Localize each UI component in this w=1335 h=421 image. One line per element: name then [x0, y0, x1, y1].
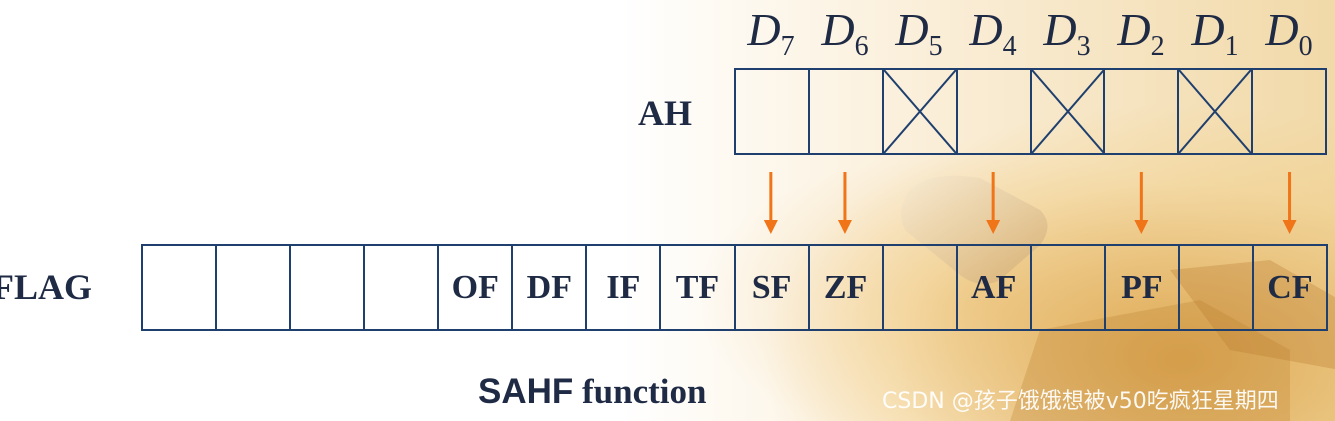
cross-mark-icon	[884, 70, 956, 153]
bit-label-d6: D6	[808, 0, 882, 77]
ah-register-label: AH	[638, 92, 692, 134]
flag-cell-af: AF	[958, 246, 1032, 329]
bit-label-subscript: 2	[1151, 31, 1165, 62]
bit-label-d4: D4	[956, 0, 1030, 77]
flag-cell-sf: SF	[736, 246, 810, 329]
flag-cell-empty	[291, 246, 365, 329]
bit-label-d7: D7	[734, 0, 808, 77]
ah-bit-cell-d6	[810, 70, 884, 153]
flag-cell-pf: PF	[1106, 246, 1180, 329]
flag-cell-zf: ZF	[810, 246, 884, 329]
bit-label-letter: D	[1043, 4, 1076, 55]
bit-label-letter: D	[895, 4, 928, 55]
bit-label-letter: D	[821, 4, 854, 55]
bit-label-letter: D	[747, 4, 780, 55]
bit-label-subscript: 5	[929, 31, 943, 62]
bit-label-d2: D2	[1104, 0, 1178, 77]
bit-label-letter: D	[1265, 4, 1298, 55]
flag-cell-if: IF	[587, 246, 661, 329]
diagram-caption: SAHF function	[478, 372, 707, 412]
flag-cell-empty	[884, 246, 958, 329]
bit-label-d3: D3	[1030, 0, 1104, 77]
caption-rest: function	[573, 372, 706, 411]
flag-cell-cf: CF	[1254, 246, 1328, 329]
bit-label-subscript: 0	[1299, 31, 1313, 62]
bit-label-subscript: 3	[1077, 31, 1091, 62]
bit-label-d0: D0	[1252, 0, 1326, 77]
bit-label-d1: D1	[1178, 0, 1252, 77]
ah-bit-cell-d2	[1105, 70, 1179, 153]
flag-cell-empty	[217, 246, 291, 329]
flag-cell-empty	[1032, 246, 1106, 329]
ah-register	[734, 68, 1327, 155]
bit-label-letter: D	[1117, 4, 1150, 55]
ah-bit-cell-d3	[1032, 70, 1106, 153]
watermark-text: CSDN @孩子饿饿想被v50吃疯狂星期四	[882, 383, 1279, 415]
bit-label-letter: D	[1191, 4, 1224, 55]
bit-label-letter: D	[969, 4, 1002, 55]
caption-bold: SAHF	[478, 372, 573, 411]
ah-bit-cell-d4	[958, 70, 1032, 153]
flag-register-label: FLAG	[0, 266, 92, 308]
bit-label-subscript: 1	[1225, 31, 1239, 62]
ah-bit-cell-d5	[884, 70, 958, 153]
flag-cell-empty	[143, 246, 217, 329]
flag-cell-tf: TF	[661, 246, 735, 329]
flag-cell-empty	[365, 246, 439, 329]
bit-label-subscript: 4	[1003, 31, 1017, 62]
bit-label-subscript: 7	[781, 31, 795, 62]
bit-label-d5: D5	[882, 0, 956, 77]
ah-bit-cell-d1	[1179, 70, 1253, 153]
ah-bit-cell-d0	[1253, 70, 1327, 153]
ah-bit-cell-d7	[736, 70, 810, 153]
flag-cell-of: OF	[439, 246, 513, 329]
flag-cell-df: DF	[513, 246, 587, 329]
cross-mark-icon	[1179, 70, 1251, 153]
cross-mark-icon	[1032, 70, 1104, 153]
bit-label-subscript: 6	[855, 31, 869, 62]
flag-cell-empty	[1180, 246, 1254, 329]
